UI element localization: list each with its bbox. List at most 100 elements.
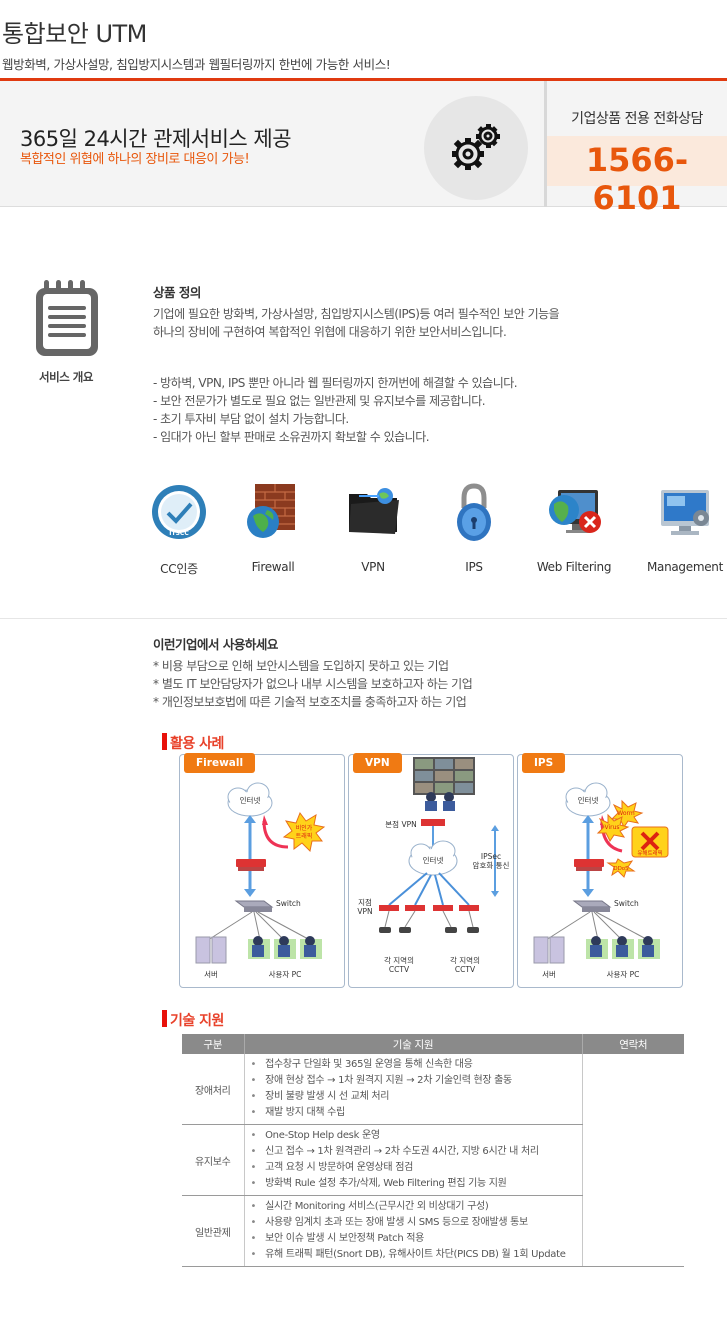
case-firewall: 인터넷 비인가 트래픽 Switch 서버 사용자 PC Firewall <box>179 753 345 988</box>
cloud-icon <box>565 782 611 817</box>
feature-cc: ITSCC CC인증 <box>124 482 234 577</box>
row-category: 일반관제 <box>182 1195 245 1267</box>
internet-label: 인터넷 <box>240 795 261 805</box>
target-list: * 비용 부담으로 인해 보안시스템을 도입하지 못하고 있는 기업 * 별도 … <box>153 657 473 711</box>
support-item: 재발 방지 대책 수립 <box>251 1105 582 1121</box>
feature-label: CC인증 <box>160 562 198 576</box>
switch-label: Switch <box>614 899 639 908</box>
vpn-device-icon <box>421 819 445 826</box>
user-pc-icon <box>248 936 322 959</box>
firewall-icon <box>243 482 303 542</box>
notepad-icon <box>34 280 100 362</box>
vpn-folder-icon <box>343 482 403 542</box>
phone-label: 기업상품 전용 전화상담 <box>571 111 703 127</box>
padlock-icon <box>444 482 504 542</box>
cctv-icon <box>379 927 479 933</box>
feature-label: IPS <box>465 560 483 574</box>
row-items: 실시간 Monitoring 서비스(근무시간 외 비상대기 구성) 사용량 임… <box>244 1195 583 1267</box>
support-item: 장애 현상 접수 → 1차 원격지 지원 → 2차 기술인력 현장 출동 <box>251 1073 582 1089</box>
cc-certification-icon: ITSCC <box>149 482 209 542</box>
support-item: 사용량 임계치 초과 또는 장애 발생 시 SMS 등으로 장애발생 통보 <box>251 1215 582 1231</box>
benefit-item: - 초기 투자비 부담 없이 설치 가능합니다. <box>153 412 349 426</box>
internet-label: 인터넷 <box>578 795 599 805</box>
cctv-label: 각 지역의 <box>384 955 414 965</box>
definition-line: 하나의 장비에 구현하여 복합적인 위협에 대응하기 위한 보안서비스입니다. <box>153 325 507 339</box>
feature-web-filtering: Web Filtering <box>519 482 629 574</box>
overview-label: 서비스 개요 <box>39 370 93 384</box>
benefit-item: - 방하벽, VPN, IPS 뿐만 아니라 웹 필터링까지 한꺼번에 해결할 … <box>153 376 518 390</box>
target-item: * 비용 부담으로 인해 보안시스템을 도입하지 못하고 있는 기업 <box>153 659 449 673</box>
monitor-wall-icon <box>413 757 475 795</box>
page-title: 통합보안 UTM <box>2 20 147 48</box>
branch-label: 지점 <box>358 897 372 907</box>
support-item: 유해 트래픽 패턴(Snort DB), 유해사이트 차단(PICS DB) 월… <box>251 1247 582 1263</box>
support-item: 실시간 Monitoring 서비스(근무시간 외 비상대기 구성) <box>251 1199 582 1215</box>
switch-label: Switch <box>276 899 301 908</box>
definition-text: 기업에 필요한 방화벽, 가상사설망, 침입방지시스템(IPS)등 여러 필수적… <box>153 305 560 341</box>
benefit-item: - 임대가 아닌 할부 판매로 소유권까지 확보할 수 있습니다. <box>153 430 430 444</box>
feature-label: Firewall <box>251 560 295 574</box>
header-contact: 연락처 <box>582 1034 684 1054</box>
header-divider <box>0 78 727 81</box>
web-filtering-icon <box>544 482 604 542</box>
branch-label: VPN <box>357 907 372 916</box>
service-banner: 365일 24시간 관제서비스 제공 복합적인 위협에 하나의 장비로 대응이 … <box>0 81 727 217</box>
row-category: 유지보수 <box>182 1124 245 1196</box>
ipsec-label: 암호화 통신 <box>473 860 510 870</box>
benefit-list: - 방하벽, VPN, IPS 뿐만 아니라 웹 필터링까지 한꺼번에 해결할 … <box>153 374 518 446</box>
firewall-device-icon <box>236 859 266 867</box>
feature-label: Management <box>646 560 724 574</box>
support-item: 고객 요청 시 방문하여 운영상태 점검 <box>251 1160 582 1176</box>
pc-label: 사용자 PC <box>607 970 640 979</box>
support-table: 구분 기술 지원 연락처 장애처리 접수창구 단일화 및 365일 운영을 통해… <box>182 1034 684 1267</box>
cloud-icon <box>227 782 273 817</box>
case-tab-firewall: Firewall <box>184 753 256 773</box>
server-label: 서버 <box>542 969 556 979</box>
support-item: 접수창구 단일화 및 365일 운영을 통해 신속한 대응 <box>251 1057 582 1073</box>
banner-divider <box>544 81 547 207</box>
support-item: 신고 접수 → 1차 원격관리 → 2차 수도권 4시간, 지방 6시간 내 처… <box>251 1144 582 1160</box>
cctv-label: CCTV <box>389 965 410 974</box>
case-vpn: 본점 VPN 인터넷 IPSec 암호화 통신 지점 VPN <box>348 753 514 988</box>
hq-vpn-label: 본점 VPN <box>385 819 416 829</box>
feature-vpn: VPN <box>318 482 428 574</box>
server-icon <box>195 936 227 964</box>
page-subtitle: 웹방화벽, 가상사설망, 침입방지시스템과 웹필터링까지 한번에 가능한 서비스… <box>2 57 391 72</box>
cctv-label: 각 지역의 <box>450 955 480 965</box>
burst-label: 트래픽 <box>296 832 313 840</box>
gears-icon <box>424 96 528 200</box>
feature-label: VPN <box>361 560 385 574</box>
feature-firewall: Firewall <box>218 482 328 574</box>
table-row: 유지보수 One-Stop Help desk 운영 신고 접수 → 1차 원격… <box>182 1124 684 1196</box>
virus-label: Virus <box>604 824 619 831</box>
burst-label: 비인가 <box>296 824 313 832</box>
cases-title: 활용 사례 <box>162 733 224 753</box>
section-divider <box>0 618 727 619</box>
management-monitor-icon <box>655 482 715 542</box>
support-title: 기술 지원 <box>162 1010 224 1030</box>
header-support: 기술 지원 <box>244 1034 583 1054</box>
cloud-icon <box>408 840 458 876</box>
definition-line: 기업에 필요한 방화벽, 가상사설망, 침입방지시스템(IPS)등 여러 필수적… <box>153 307 560 321</box>
feature-label: Web Filtering <box>536 560 612 574</box>
table-row: 장애처리 접수창구 단일화 및 365일 운영을 통해 신속한 대응 장애 현상… <box>182 1054 684 1267</box>
server-icon <box>533 936 565 964</box>
support-item: 장비 불량 발생 시 선 교체 처리 <box>251 1089 582 1105</box>
case-tab-ips: IPS <box>522 753 566 773</box>
banner-headline: 365일 24시간 관제서비스 제공 <box>20 127 292 151</box>
phone-number[interactable]: 1566-6101 <box>585 141 689 217</box>
ddos-label: DDoS <box>613 866 629 872</box>
row-category: 장애처리 <box>182 1054 245 1125</box>
svg-text:ITSCC: ITSCC <box>169 530 189 537</box>
feature-management: Management <box>630 482 727 574</box>
case-tab-vpn: VPN <box>353 753 402 773</box>
support-item: 보안 이슈 발생 시 보안정책 Patch 적용 <box>251 1231 582 1247</box>
header-category: 구분 <box>182 1034 245 1054</box>
ips-device-icon <box>574 859 604 867</box>
definition-title: 상품 정의 <box>153 285 201 300</box>
internet-label: 인터넷 <box>423 855 444 865</box>
pc-label: 사용자 PC <box>269 970 302 979</box>
banner-subline: 복합적인 위협에 하나의 장비로 대응이 가능! <box>20 152 250 167</box>
cctv-label: CCTV <box>455 965 476 974</box>
target-item: * 별도 IT 보안담당자가 없으나 내부 시스템을 보호하고자 하는 기업 <box>153 677 473 691</box>
